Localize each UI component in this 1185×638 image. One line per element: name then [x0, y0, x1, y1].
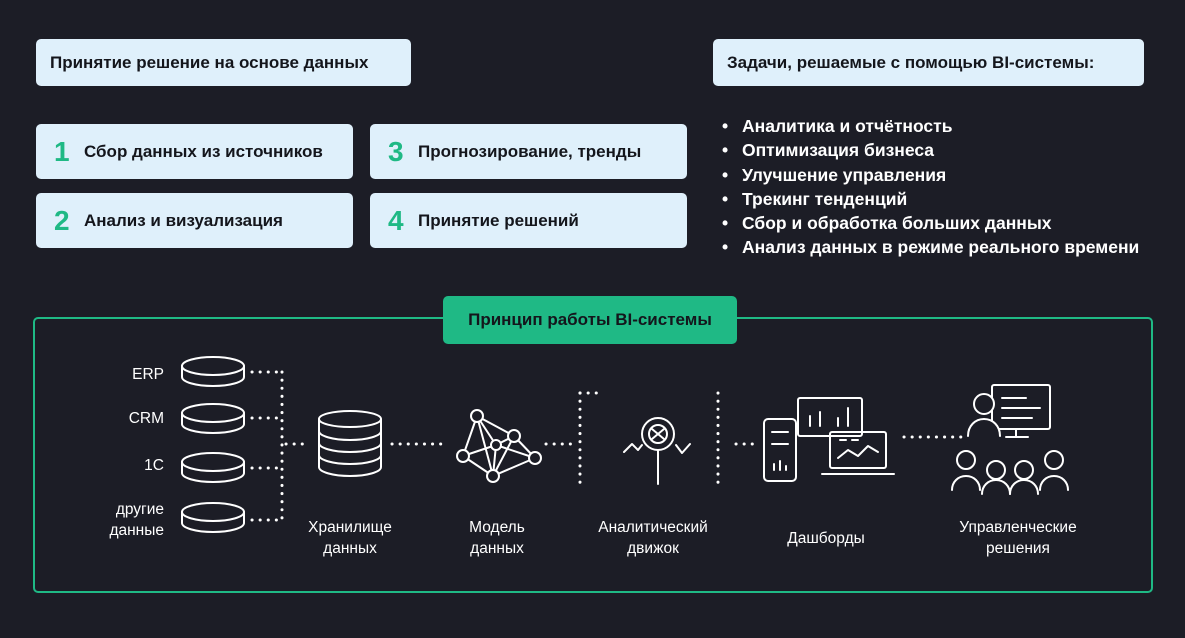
task-item: Сбор и обработка больших данных — [722, 211, 1139, 235]
stage-label-decisions: Управленческие решения — [944, 517, 1092, 559]
source-label-line: другие — [115, 501, 164, 518]
database-icon-erp — [181, 356, 245, 387]
source-label-crm: CRM — [128, 410, 164, 427]
stage-label-dashboards: Дашборды — [766, 528, 886, 549]
connector-lines — [250, 370, 964, 522]
stage-label-line: Аналитический — [598, 519, 708, 536]
task-item: Аналитика и отчётность — [722, 114, 1139, 138]
task-item: Анализ данных в режиме реального времени — [722, 235, 1139, 259]
task-item: Трекинг тенденций — [722, 187, 1139, 211]
step-label: Анализ и визуализация — [84, 210, 283, 230]
step-label: Принятие решений — [418, 210, 579, 230]
source-label-other: другие данные — [74, 499, 164, 541]
stage-label-engine: Аналитический движок — [583, 517, 723, 559]
analytics-magnifier-icon — [623, 417, 691, 485]
stage-label-line: движок — [627, 540, 679, 557]
stage-label-line: решения — [986, 540, 1050, 557]
step-label: Прогнозирование, тренды — [418, 141, 642, 161]
dashboards-icon — [763, 397, 895, 482]
data-model-icon — [456, 409, 542, 483]
task-item: Оптимизация бизнеса — [722, 138, 1139, 162]
database-icon-crm — [181, 403, 245, 434]
stage-label-line: Дашборды — [787, 530, 865, 547]
database-icon-1c — [181, 452, 245, 483]
task-item: Улучшение управления — [722, 163, 1139, 187]
management-team-icon — [951, 384, 1069, 495]
stage-label-line: данных — [470, 540, 524, 557]
source-label-1c: 1С — [144, 457, 164, 474]
step-label: Сбор данных из источников — [84, 141, 323, 161]
left-title: Принятие решение на основе данных — [36, 39, 411, 86]
stage-label-warehouse: Хранилище данных — [290, 517, 410, 559]
right-title: Задачи, решаемые с помощью BI-системы: — [713, 39, 1144, 86]
stage-label-line: Хранилище — [308, 519, 392, 536]
tasks-list: Аналитика и отчётность Оптимизация бизне… — [722, 114, 1139, 260]
step-number: 1 — [54, 135, 70, 167]
database-icon-other — [181, 502, 245, 533]
step-card-1: 1 Сбор данных из источников — [36, 124, 353, 179]
source-label-erp: ERP — [132, 366, 164, 383]
diagram-title: Принцип работы BI-системы — [443, 296, 737, 344]
stage-label-line: данных — [323, 540, 377, 557]
step-number: 3 — [388, 135, 404, 167]
source-label-line: данные — [109, 522, 164, 539]
stage-label-line: Модель — [469, 519, 525, 536]
step-card-2: 2 Анализ и визуализация — [36, 193, 353, 248]
stage-label-line: Управленческие — [959, 519, 1077, 536]
step-number: 2 — [54, 204, 70, 236]
step-card-4: 4 Принятие решений — [370, 193, 687, 248]
step-card-3: 3 Прогнозирование, тренды — [370, 124, 687, 179]
step-number: 4 — [388, 204, 404, 236]
data-warehouse-icon — [318, 410, 382, 477]
stage-label-model: Модель данных — [437, 517, 557, 559]
